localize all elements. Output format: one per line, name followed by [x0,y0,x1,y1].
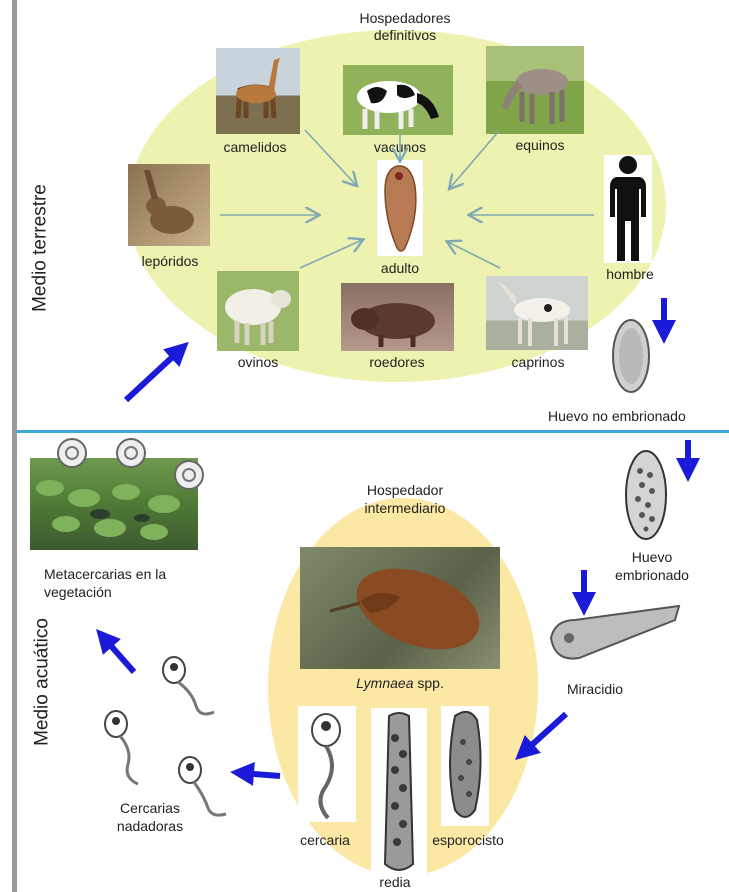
cercaria-label: cercaria [285,832,365,849]
rodent-photo [341,283,454,351]
sporocyst-image [441,706,489,826]
host-label-human: hombre [580,266,680,283]
zone-label-aquatic: Medio acuático [34,618,51,746]
goat-photo [486,276,588,350]
swimming-cercariae-label-line2: nadadoras [100,818,200,835]
arrow-cercariae-to-metacercariae [104,638,134,672]
unembryonated-egg-image [608,316,654,396]
host-label-equines: equinos [490,137,590,154]
metacercaria-cyst-2 [114,436,148,470]
leporid-photo [128,164,210,246]
swimming-cercaria-2 [98,706,152,786]
adult-label: adulto [350,260,450,277]
arrow-into-terrestrial [126,350,180,400]
embryonated-egg-image [622,447,670,543]
miracidium-label: Miracidio [567,681,623,698]
host-label-goats: caprinos [488,354,588,371]
metacercariae-label-line1: Metacercarias en la [44,566,166,583]
cattle-photo [343,65,453,135]
host-label-cattle: vacunos [350,139,450,156]
redia-image [371,708,427,878]
left-border-bar [12,0,17,892]
host-label-sheep: ovinos [208,354,308,371]
metacercariae-label-line2: vegetación [44,584,112,601]
species-genus: Lymnaea [356,675,413,691]
zone-label-terrestrial: Medio terrestre [32,184,49,312]
swimming-cercaria-1 [156,652,218,722]
adult-fluke-photo [377,160,423,256]
host-label-camelids: camelidos [205,139,305,156]
species-suffix: spp. [413,675,443,691]
intermediate-host-title-line1: Hospedador [345,482,465,499]
embryonated-egg-label-line2: embrionado [604,567,700,584]
cercaria-image [298,706,356,822]
lymnaea-snail-photo [300,547,500,669]
swimming-cercariae-label-line1: Cercarias [100,800,200,817]
intermediate-host-title-line2: intermediario [345,500,465,517]
species-label: Lymnaea spp. [330,675,470,692]
human-silhouette [604,155,652,263]
environment-divider [17,430,729,433]
arrow-snail-to-cercariae [242,773,280,776]
redia-label: redia [365,874,425,891]
host-label-rodents: roedores [347,354,447,371]
definitive-hosts-title-line1: Hospedadores [340,10,470,27]
metacercaria-cyst-1 [55,436,89,470]
sporocyst-label: esporocisto [418,832,518,849]
equine-photo [486,46,584,134]
unembryonated-egg-label: Huevo no embrionado [548,408,686,425]
embryonated-egg-label-line1: Huevo [604,549,700,566]
definitive-hosts-title-line2: definitivos [340,27,470,44]
sheep-photo [217,271,299,351]
metacercaria-cyst-3 [172,458,206,492]
camelid-photo [216,48,300,134]
host-label-leporids: lepóridos [120,253,220,270]
miracidium-image [545,598,685,672]
